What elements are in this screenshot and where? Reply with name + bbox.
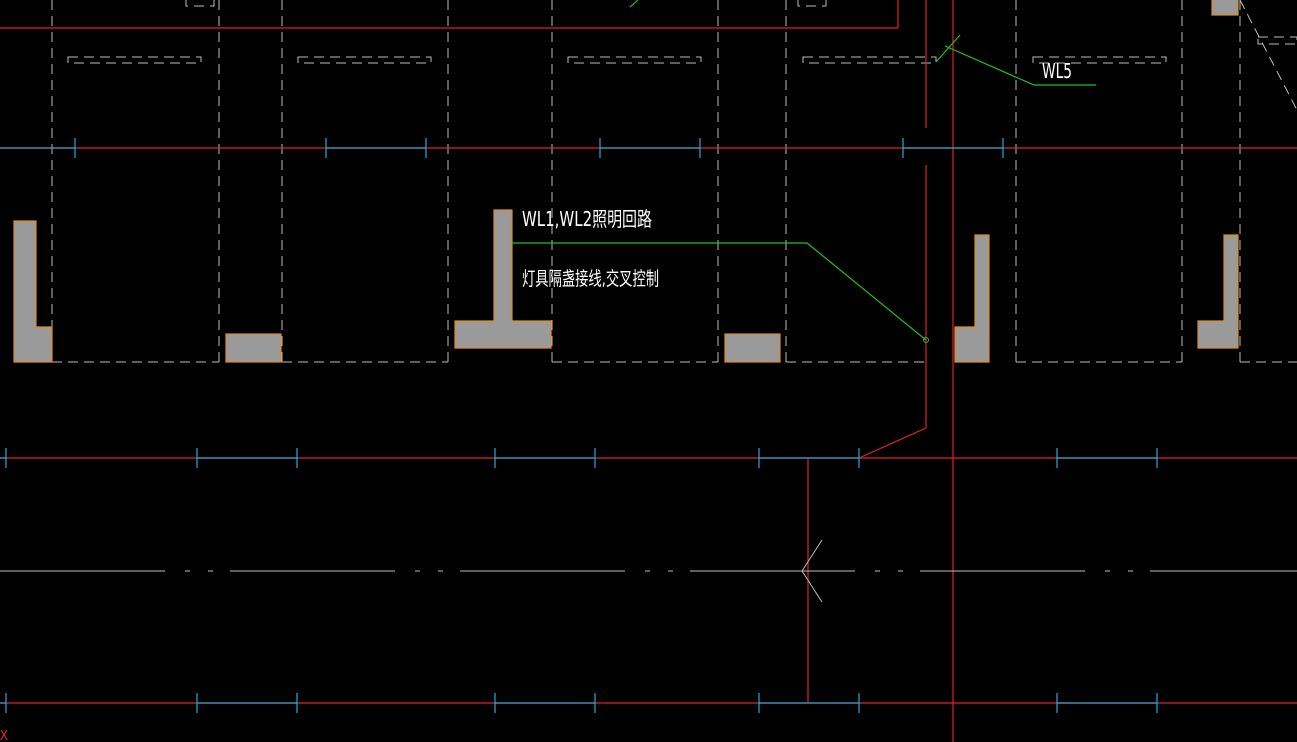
window-segments (0, 138, 1158, 713)
stair-arrow-icon (801, 539, 823, 603)
column-rect-1 (225, 333, 282, 363)
lighting-note-label: 灯具隔盏接线,交叉控制 (522, 268, 659, 290)
column-l-right (954, 234, 990, 363)
ucs-axis-marker: X (0, 729, 8, 742)
column-t-center (454, 209, 552, 349)
wiring-junction-node (923, 337, 929, 343)
lighting-circuit-label: WL1,WL2照明回路 (522, 207, 652, 231)
structural-columns (13, 0, 1239, 363)
column-top-right (1211, 0, 1239, 16)
dashed-outlines (51, 0, 1297, 363)
column-rect-2 (724, 333, 781, 363)
column-l-left (13, 220, 53, 363)
wl5-label: WL5 (1042, 59, 1072, 83)
column-l-far-right (1197, 234, 1239, 349)
wiring-leaders (512, 0, 1096, 341)
